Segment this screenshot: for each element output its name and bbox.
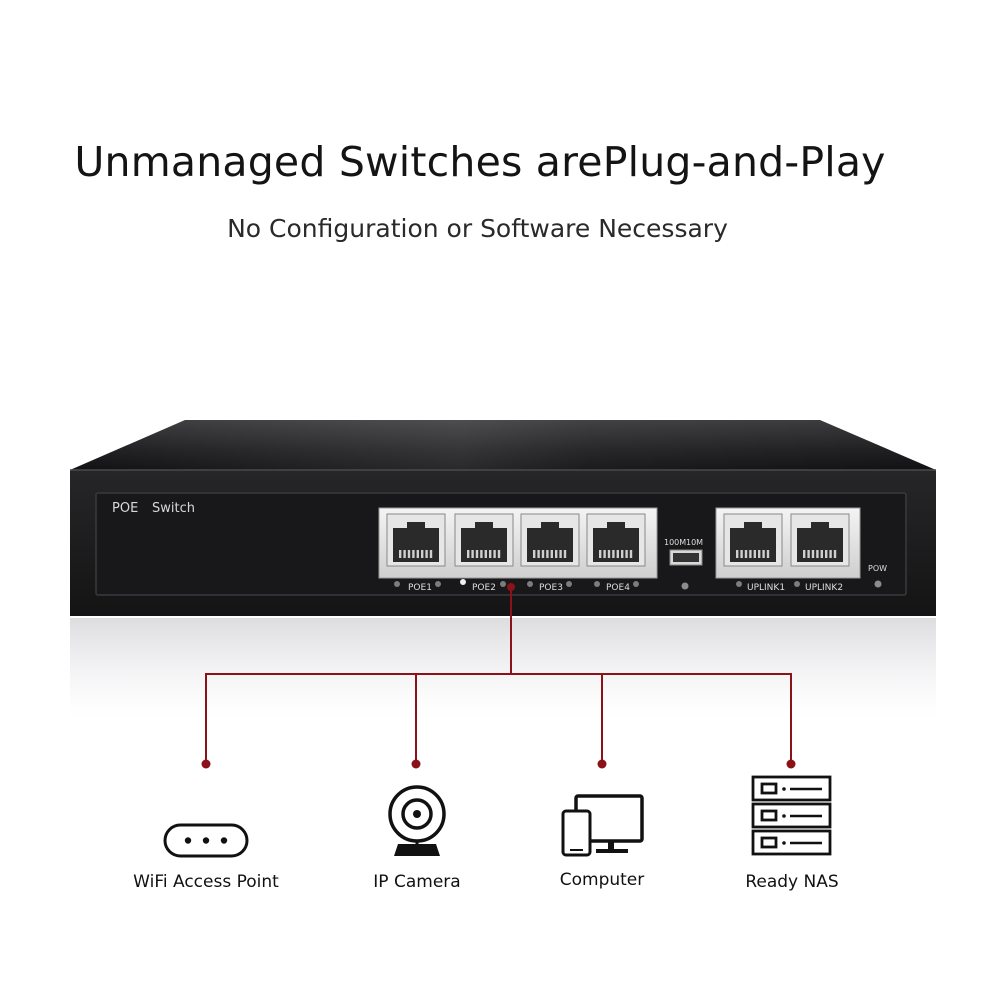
nas-indicator-lines bbox=[790, 787, 822, 845]
brand-label: POE bbox=[112, 501, 138, 516]
poe-port-1[interactable] bbox=[386, 513, 446, 567]
port-label-poe4: POE4 bbox=[606, 583, 630, 593]
uplink-port-block bbox=[715, 507, 861, 579]
page-headline: Unmanaged Switches arePlug-and-Play bbox=[74, 138, 886, 186]
speed-label-10m: 10M bbox=[686, 538, 703, 547]
uplink-port-2[interactable] bbox=[790, 513, 850, 567]
connection-lines bbox=[205, 588, 792, 763]
page-subheadline: No Configuration or Software Necessary bbox=[227, 214, 728, 243]
device-label-wifi: WiFi Access Point bbox=[133, 872, 279, 892]
device-label-computer: Computer bbox=[559, 870, 645, 890]
poe-port-block bbox=[378, 507, 658, 579]
poe-port-2[interactable] bbox=[454, 513, 514, 567]
port-label-poe1: POE1 bbox=[408, 583, 432, 593]
power-label: POW bbox=[868, 564, 887, 573]
device-label-camera: IP Camera bbox=[373, 872, 461, 892]
status-leds bbox=[394, 579, 800, 587]
type-label: Switch bbox=[152, 501, 195, 516]
nas-icon bbox=[751, 775, 832, 856]
port-label-poe3: POE3 bbox=[539, 583, 563, 593]
speed-label-100m: 100M bbox=[664, 538, 686, 547]
wifi-access-point-icon bbox=[163, 823, 249, 858]
device-label-nas: Ready NAS bbox=[745, 872, 839, 892]
uplink-port-1[interactable] bbox=[723, 513, 783, 567]
port-label-uplink2: UPLINK2 bbox=[805, 583, 843, 593]
port-label-poe2: POE2 bbox=[472, 583, 496, 593]
ip-camera-icon bbox=[388, 785, 446, 856]
poe-port-4[interactable] bbox=[586, 513, 646, 567]
poe-port-3[interactable] bbox=[520, 513, 580, 567]
connection-dots bbox=[201, 583, 796, 769]
port-label-uplink1: UPLINK1 bbox=[747, 583, 785, 593]
speed-led bbox=[681, 582, 689, 590]
power-led bbox=[874, 580, 882, 588]
computer-icon bbox=[561, 794, 644, 857]
